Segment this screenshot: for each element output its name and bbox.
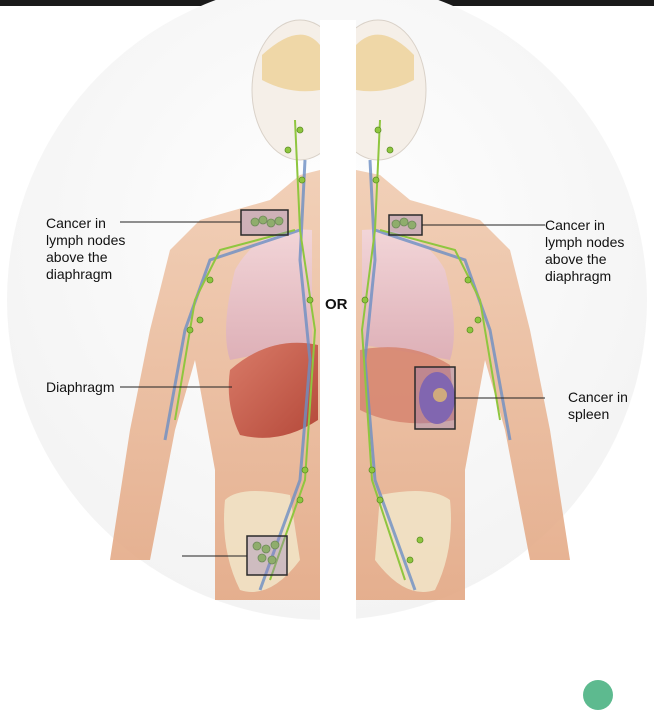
- highlight-box-right-nodes: [389, 215, 422, 235]
- highlight-box-left-nodes: [241, 210, 288, 235]
- label-right-lymph-nodes: Cancer in lymph nodes above the diaphrag…: [545, 217, 624, 285]
- label-diaphragm: Diaphragm: [46, 379, 114, 396]
- or-label: OR: [325, 296, 348, 313]
- circle-action-icon[interactable]: [583, 680, 613, 710]
- label-spleen: Cancer in spleen: [568, 389, 628, 423]
- highlight-box-spleen: [415, 367, 455, 429]
- highlight-box-pelvic-nodes: [247, 536, 287, 575]
- center-divider: [320, 20, 356, 620]
- label-left-lymph-nodes: Cancer in lymph nodes above the diaphrag…: [46, 215, 125, 283]
